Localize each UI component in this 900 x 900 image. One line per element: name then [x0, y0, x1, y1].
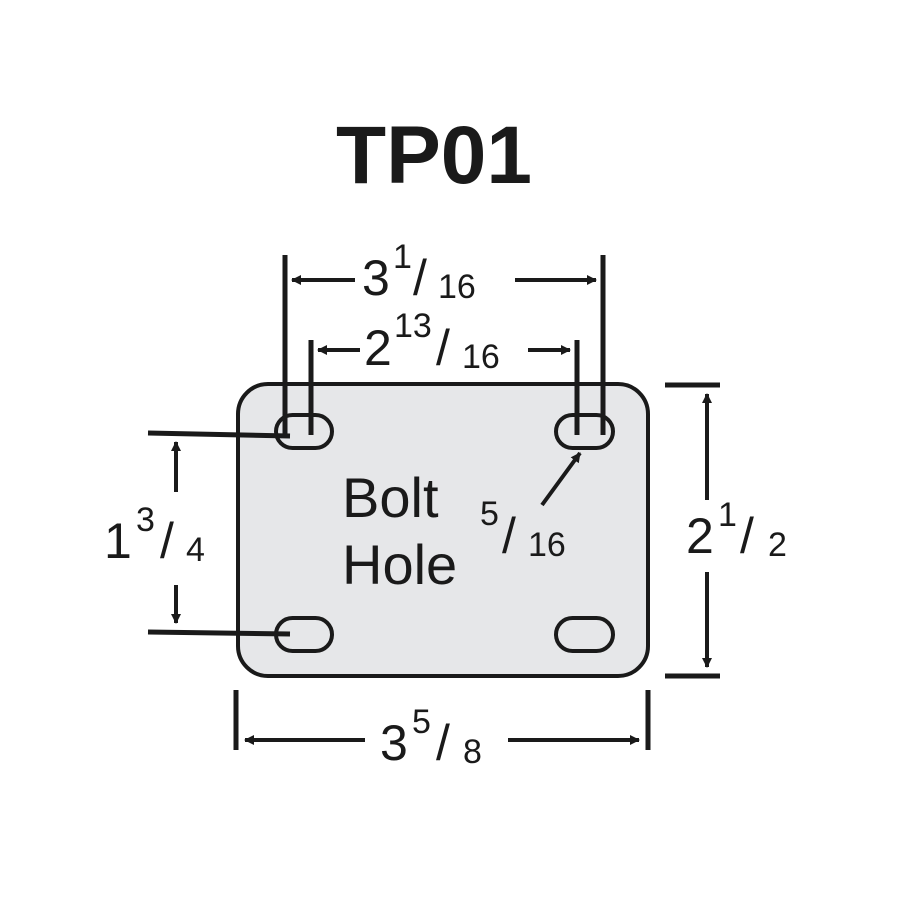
- dim-row-slash: /: [160, 513, 174, 569]
- dim-outer-whole: 3: [362, 250, 390, 306]
- dim-height-whole: 2: [686, 508, 714, 564]
- plate-title: TP01: [336, 110, 532, 201]
- dim-outer-hole-spacing: 3 1 / 16: [282, 238, 606, 435]
- dim-width-num: 5: [412, 703, 431, 741]
- dim-hole-row-spacing: 1 3 / 4: [104, 430, 291, 637]
- dim-row-den: 4: [186, 531, 205, 569]
- dim-height-den: 2: [768, 526, 787, 564]
- dim-inner-hole-spacing: 2 13 / 16: [308, 307, 580, 435]
- dim-inner-slash: /: [436, 320, 450, 376]
- dim-plate-height: 2 1 / 2: [665, 382, 787, 679]
- dim-bolt-slash: /: [502, 508, 516, 564]
- top-plate: [236, 382, 650, 678]
- dim-width-slash: /: [436, 715, 450, 771]
- dim-outer-den: 16: [438, 268, 476, 306]
- dim-bolt-num: 5: [480, 495, 499, 533]
- bolt-hole-label-line2: Hole: [342, 533, 457, 596]
- dim-width-den: 8: [463, 733, 482, 771]
- dim-bolt-den: 16: [528, 526, 566, 564]
- bolt-hole-top-left: [274, 413, 334, 450]
- ext-line-row-top: [147, 430, 291, 439]
- dim-width-whole: 3: [380, 715, 408, 771]
- bolt-hole-top-right: [554, 413, 615, 450]
- dim-inner-num: 13: [394, 307, 432, 345]
- bolt-hole-label-line1: Bolt: [342, 466, 439, 529]
- dim-bolt-hole-size: 5 / 16: [480, 451, 582, 564]
- dim-outer-num: 1: [393, 238, 412, 276]
- dim-row-num: 3: [136, 501, 155, 539]
- dim-height-slash: /: [740, 508, 754, 564]
- ext-line-row-bottom: [147, 629, 291, 637]
- dim-inner-whole: 2: [364, 320, 392, 376]
- dim-height-num: 1: [718, 496, 737, 534]
- dim-row-whole: 1: [104, 513, 132, 569]
- arrow-bolt-hole: [540, 451, 582, 507]
- dim-inner-den: 16: [462, 338, 500, 376]
- dim-plate-width: 3 5 / 8: [233, 690, 651, 771]
- dim-outer-slash: /: [413, 250, 427, 306]
- bolt-hole-bottom-right: [554, 616, 615, 653]
